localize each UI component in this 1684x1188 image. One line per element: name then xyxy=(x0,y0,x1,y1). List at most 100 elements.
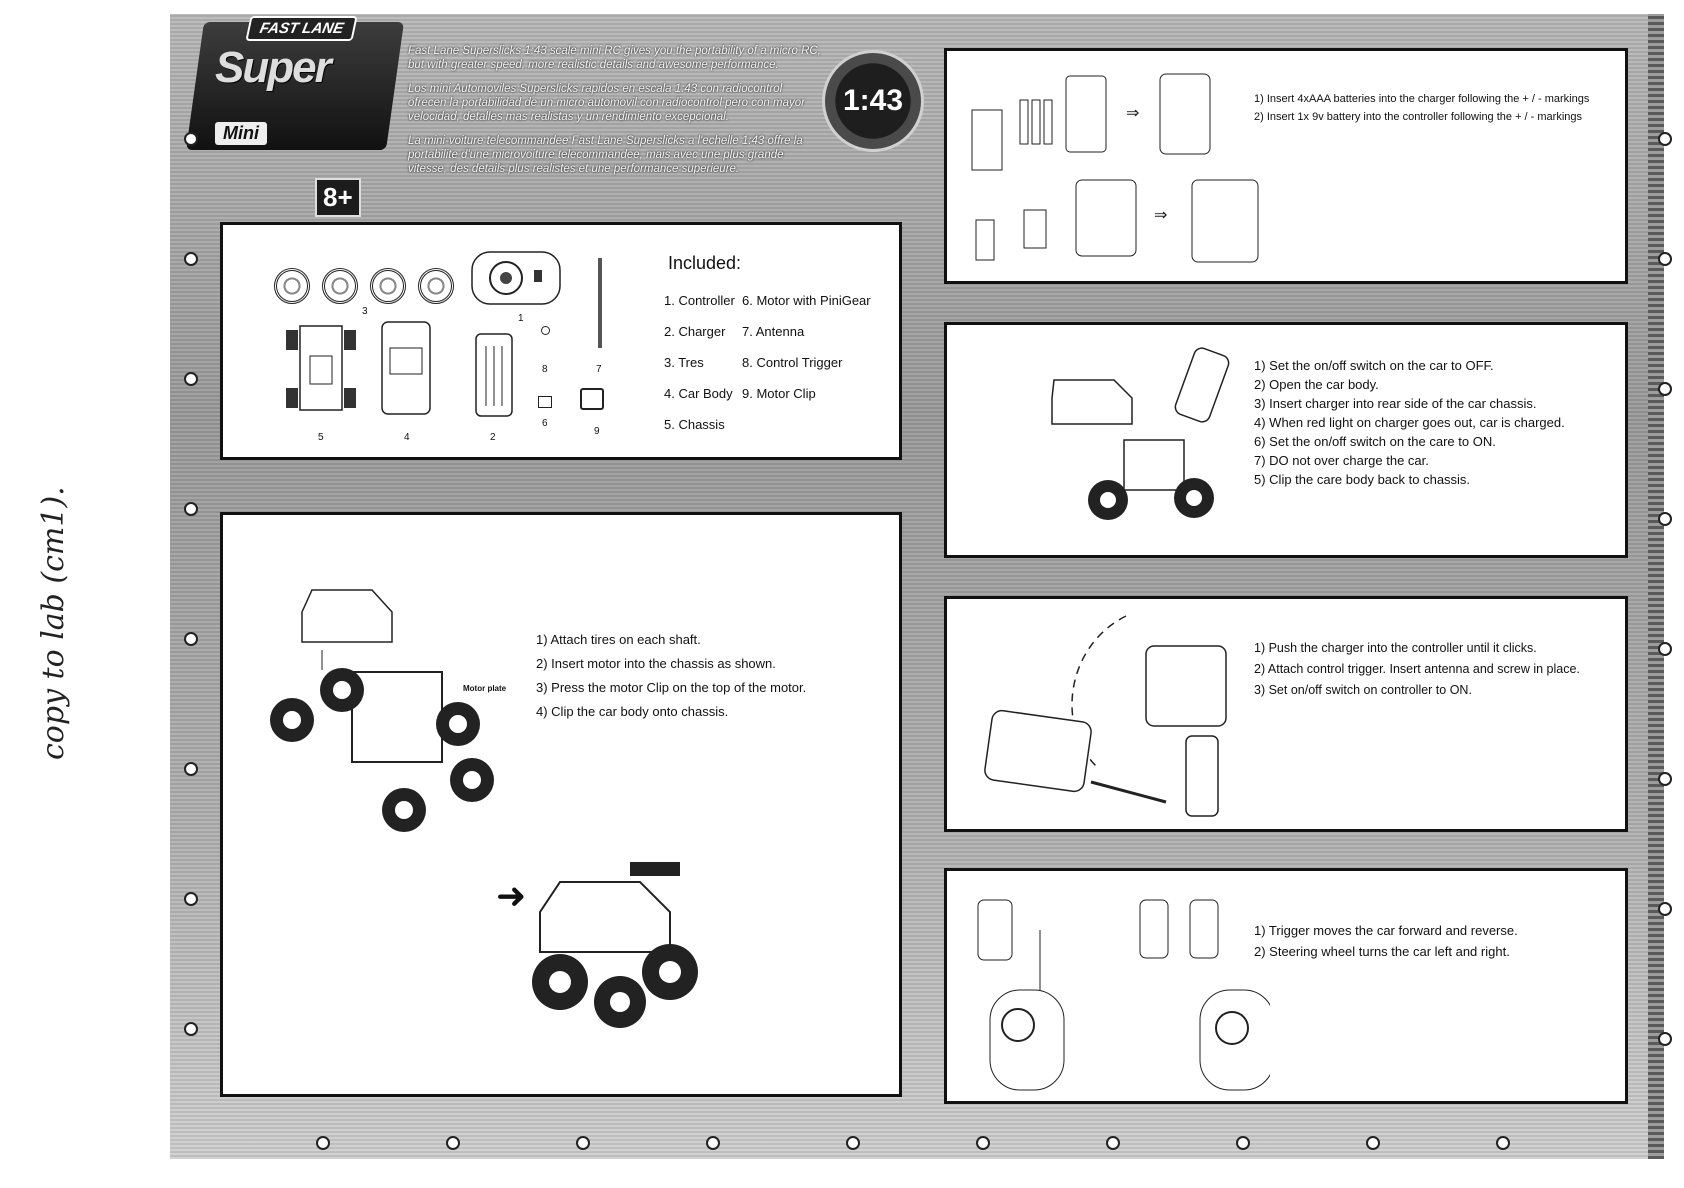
binding-hole xyxy=(1658,642,1672,656)
binding-hole xyxy=(576,1136,590,1150)
controller-setup-step: 3) Set on/off switch on controller to ON… xyxy=(1254,683,1472,697)
binding-hole xyxy=(1106,1136,1120,1150)
charging-step: 4) When red light on charger goes out, c… xyxy=(1254,415,1565,430)
part-label: 3 xyxy=(362,306,368,317)
exploded-assembly-image xyxy=(270,589,494,832)
assembly-steps: 1) Attach tires on each shaft. 2) Insert… xyxy=(536,628,806,724)
binding-hole xyxy=(184,372,198,386)
assembly-step: 2) Insert motor into the chassis as show… xyxy=(536,656,776,671)
controller-setup-step: 2) Attach control trigger. Insert antenn… xyxy=(1254,662,1580,676)
binding-hole xyxy=(446,1136,460,1150)
driving-steps: 1) Trigger moves the car forward and rev… xyxy=(1254,920,1518,962)
binding-hole xyxy=(1658,902,1672,916)
charging-panel xyxy=(944,322,1628,558)
charging-step: 2) Open the car body. xyxy=(1254,377,1379,392)
steering-controls-image xyxy=(977,899,1270,1091)
handwritten-note: copy to lab (cm1). xyxy=(36,486,71,760)
brand-line-logo: Super xyxy=(215,43,332,92)
included-item: 6. Motor with PiniGear xyxy=(742,293,871,308)
binding-hole xyxy=(1658,512,1672,526)
binding-hole xyxy=(1658,1032,1672,1046)
controller-setup-steps: 1) Push the charger into the controller … xyxy=(1254,638,1580,701)
tire-image xyxy=(322,268,358,304)
intro-fr: La mini-voiture telecommandee Fast Lane … xyxy=(408,135,803,175)
binding-hole xyxy=(184,762,198,776)
car-body-image xyxy=(381,321,431,415)
part-label: 4 xyxy=(404,432,410,443)
included-list-col2: 6. Motor with PiniGear 7. Antenna 8. Con… xyxy=(742,293,871,417)
binding-hole xyxy=(184,132,198,146)
part-label: 5 xyxy=(318,432,324,443)
part-label: 1 xyxy=(518,313,524,324)
part-label: 2 xyxy=(490,432,496,443)
controller-setup-panel xyxy=(944,596,1628,832)
scale-badge: 1:43 xyxy=(822,50,924,152)
motor-plate-callout: Motor plate xyxy=(463,684,507,693)
included-title: Included: xyxy=(668,253,742,273)
controller-setup-step: 1) Push the charger into the controller … xyxy=(1254,641,1537,655)
part-label: 7 xyxy=(596,364,602,375)
assembled-truck-image xyxy=(532,862,698,1028)
arrow-icon: ➜ xyxy=(496,875,527,916)
included-item: 9. Motor Clip xyxy=(742,386,816,401)
charging-step: 7) DO not over charge the car. xyxy=(1254,453,1429,468)
included-item: 3. Tres xyxy=(664,355,704,370)
binding-hole xyxy=(1366,1136,1380,1150)
charging-step: 5) Clip the care body back to chassis. xyxy=(1254,472,1471,487)
charging-step: 1) Set the on/off switch on the car to O… xyxy=(1254,358,1494,373)
binding-hole xyxy=(706,1136,720,1150)
intro-text: Fast Lane Superslicks 1:43 scale mini RC… xyxy=(408,44,823,186)
binding-hole xyxy=(1658,382,1672,396)
charger-image xyxy=(475,333,513,417)
batteries-step: 1) Insert 4xAAA batteries into the charg… xyxy=(1254,93,1590,105)
controller-image xyxy=(471,251,561,305)
batteries-step: 2) Insert 1x 9v battery into the control… xyxy=(1254,111,1583,123)
charging-car-image xyxy=(1051,347,1230,520)
batteries-panel xyxy=(944,48,1628,284)
binding-hole xyxy=(184,1022,198,1036)
right-binding-strip xyxy=(1648,14,1664,1159)
part-label: 6 xyxy=(542,418,548,429)
driving-step: 1) Trigger moves the car forward and rev… xyxy=(1254,923,1518,938)
assembly-step: 1) Attach tires on each shaft. xyxy=(536,632,701,647)
included-item: 5. Chassis xyxy=(664,417,725,432)
motor-image xyxy=(538,396,552,408)
part-label: 8 xyxy=(542,364,548,375)
battery-install-image: ⇒ ⇒ xyxy=(971,73,1259,263)
batteries-steps: 1) Insert 4xAAA batteries into the charg… xyxy=(1254,90,1589,126)
brand-maker-logo: FAST LANE xyxy=(245,16,359,41)
age-badge: 8+ xyxy=(315,178,361,217)
chassis-image xyxy=(286,325,356,411)
svg-text:⇒: ⇒ xyxy=(1154,207,1167,224)
binding-hole xyxy=(184,252,198,266)
charging-step: 3) Insert charger into rear side of the … xyxy=(1254,396,1537,411)
binding-hole xyxy=(1496,1136,1510,1150)
motor-clip-image xyxy=(580,388,604,410)
driving-step: 2) Steering wheel turns the car left and… xyxy=(1254,944,1510,959)
binding-hole xyxy=(184,892,198,906)
binding-hole xyxy=(184,632,198,646)
antenna-image xyxy=(598,258,602,348)
included-item: 2. Charger xyxy=(664,324,726,339)
assembly-step: 4) Clip the car body onto chassis. xyxy=(536,704,729,719)
included-item: 8. Control Trigger xyxy=(742,355,843,370)
binding-hole xyxy=(184,502,198,516)
intro-en: Fast Lane Superslicks 1:43 scale mini RC… xyxy=(408,45,821,71)
binding-hole xyxy=(1236,1136,1250,1150)
control-trigger-image xyxy=(541,326,550,335)
intro-es: Los mini Automoviles Superslicks rapidos… xyxy=(408,83,805,123)
included-item: 1. Controller xyxy=(664,293,735,308)
included-item: 7. Antenna xyxy=(742,324,805,339)
controller-setup-image xyxy=(984,615,1227,817)
tire-image xyxy=(274,268,310,304)
svg-text:⇒: ⇒ xyxy=(1126,105,1139,122)
binding-hole xyxy=(1658,252,1672,266)
part-label: 9 xyxy=(594,426,600,437)
binding-hole xyxy=(316,1136,330,1150)
tire-image xyxy=(370,268,406,304)
included-item: 4. Car Body xyxy=(664,386,733,401)
binding-hole xyxy=(1658,772,1672,786)
included-list-col1: 1. Controller 2. Charger 3. Tres 4. Car … xyxy=(664,293,735,448)
tire-image xyxy=(418,268,454,304)
binding-hole xyxy=(846,1136,860,1150)
